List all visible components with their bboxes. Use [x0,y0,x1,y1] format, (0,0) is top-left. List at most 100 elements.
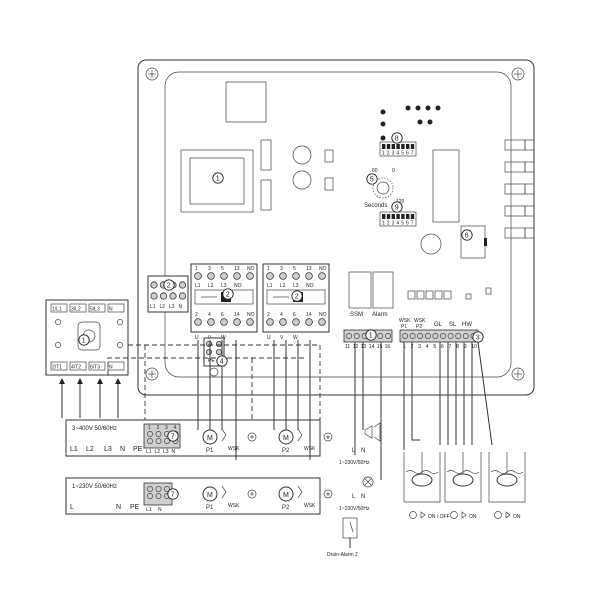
terminal-number: 4 [426,344,429,350]
switch-bottom-label: 6/T3 [90,365,100,371]
supply-terminal-label: PE [133,446,143,453]
dip-lever [406,214,410,219]
screw-icon [145,367,159,381]
pump-label: P1 [206,448,214,454]
callout-number: 2 [167,283,171,290]
terminal-screw [169,292,177,300]
pump-label: P1 [206,505,214,511]
terminal-number: 9 [464,344,467,350]
terminal-screw [266,272,274,280]
supply-terminal-label: L1 [70,446,78,453]
callout-number: 7 [171,492,175,499]
thermal-switch-icon [221,485,227,499]
motor-letter: M [283,435,289,442]
dip-digit: 4 [396,151,399,157]
horn-icon [364,422,381,442]
callout-number: 7 [171,434,175,441]
pump-motor: M P2 WSK [278,428,333,454]
terminal-screw [279,272,287,280]
float-state-label: ON [469,514,477,520]
ground-icon [247,489,257,499]
terminal-number: 15 [377,344,383,350]
switch-bottom-label: 4/T2 [71,365,81,371]
terminal-screw [447,333,454,339]
motor-letter: M [207,435,213,442]
block-label: L2 [155,449,161,455]
callout-number: 6 [465,233,469,240]
dip-digit: 1 [382,221,385,227]
supply-terminal-label: L3 [104,446,112,453]
terminal-screw [155,486,162,492]
block-label: L3 [163,449,169,455]
screw-icon [55,319,61,325]
contactor-bottom-label: 6 [293,312,296,318]
terminal-number: 14 [369,344,375,350]
dip-digit: 5 [401,151,404,157]
callout-number: 2 [226,292,230,299]
contactor-top-label: 13 [306,266,312,272]
terminal-screw [318,318,326,326]
ground-icon [247,432,257,442]
contactor-top-label: 3 [208,266,211,272]
switch-bottom-label: 2/T1 [52,365,62,371]
terminal-screw [409,333,416,339]
contactor-bottom-label: 14 [306,312,312,318]
contactor-top-label: 5 [221,266,224,272]
dip-digit: 7 [411,221,414,227]
terminal-label: L1 [150,304,156,310]
screw-icon [511,67,525,81]
alarm-devices: L N 1~230V/50Hz L N 1~230V/50Hz Drain-Al… [327,422,381,558]
supply-terminal-block [143,423,181,449]
pump-label: P2 [282,448,290,454]
terminal-screw [266,318,274,326]
terminal-screw [305,318,313,326]
terminal-screw [164,486,170,492]
supply-terminal-label: PE [130,504,140,511]
side-connectors [504,139,535,239]
gl-label: GL [434,322,443,328]
callout-marker: 1 [212,172,224,184]
terminal-screw [377,333,384,339]
terminal-block-inputs: WSK P1 WSK P2 GL SL HW [399,318,479,343]
wiring [59,340,493,480]
terminal-screw [346,333,352,339]
terminal-number: 5 [433,344,436,350]
wsk-p2-label: WSK [414,318,426,324]
callout-number: 5 [370,177,374,184]
callout-number: 1 [369,333,373,340]
dip-digit: 2 [387,221,390,227]
terminal-screw [385,333,391,339]
callout-number: 2 [295,294,299,301]
contactor-window [266,289,326,305]
callout-marker: 1 [78,334,90,346]
terminal-label: L3 [169,304,175,310]
wsk-label: WSK [304,446,316,452]
motor-letter: M [207,492,213,499]
block-label: N [172,449,176,455]
terminal-screw [194,318,202,326]
callout-marker: 7 [167,488,179,500]
supply-terminal-label: L [70,504,74,511]
ssm-out-n: N [361,448,365,454]
callout-marker: 6 [461,229,473,241]
alarm-out-n: N [361,494,365,500]
terminal-screw [424,333,431,339]
contactor-top-label: 1 [267,266,270,272]
terminal-strip-pcb [432,149,460,223]
terminal-screw [233,318,241,326]
dip-lever [410,214,415,219]
terminal-screw [147,486,153,492]
callout-marker: 8 [391,132,403,144]
terminal-screw [246,318,254,326]
dial-tick-120: 120 [396,199,405,205]
block-label: L1 [146,449,152,455]
contactor-bottom-label: 14 [234,312,240,318]
hw-label: HW [462,322,472,328]
terminal-number: 7 [449,344,452,350]
contactor-mid-label: L3 [293,283,299,289]
